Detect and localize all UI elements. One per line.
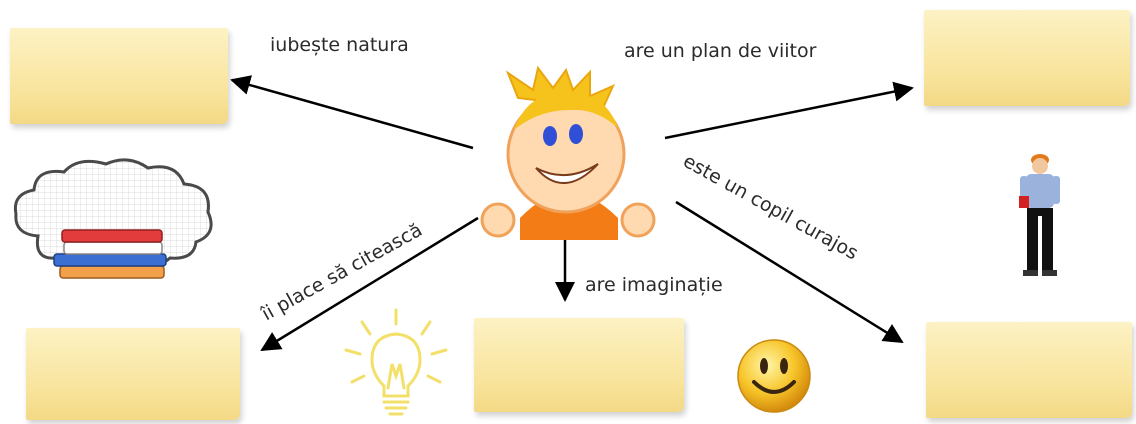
smiley-face-icon [737,339,811,413]
sticky-note-nature [10,28,228,124]
branch-label-future: are un plan de viitor [624,40,817,62]
sticky-note-brave [926,322,1132,418]
arrow-to-future-note [664,81,914,140]
smiling-child-icon [480,65,656,240]
arrow-to-brave-note [675,200,904,344]
arrow-to-nature-note [230,75,474,150]
arrow-to-reading-note [260,216,479,352]
worker-man-icon [1019,154,1060,276]
sticky-note-reading [26,328,240,420]
branch-label-imagination: are imaginație [585,274,723,296]
branch-label-nature: iubește natura [270,34,409,56]
sticky-note-imagination [474,318,684,412]
sticky-note-future [924,10,1130,106]
books-stack-icon [53,229,167,279]
thought-cloud-with-books-icon [13,158,213,279]
light-bulb-icon [344,308,448,416]
